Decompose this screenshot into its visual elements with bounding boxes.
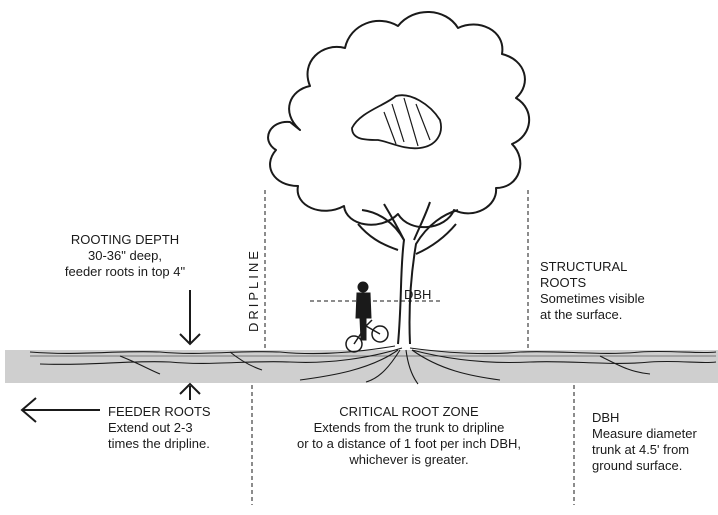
up-arrow-icon (179, 382, 201, 400)
structural-roots-line2: at the surface. (540, 307, 623, 322)
critical-root-zone-title: CRITICAL ROOT ZONE (339, 404, 479, 419)
dbh-info-line2: trunk at 4.5' from (592, 442, 690, 457)
feeder-roots-label: FEEDER ROOTS Extend out 2-3 times the dr… (108, 404, 211, 452)
dripline-label: DRIPLINE (246, 248, 261, 332)
feeder-roots-line1: Extend out 2-3 (108, 420, 193, 435)
dbh-info-label: DBH Measure diameter trunk at 4.5' from … (592, 410, 697, 474)
ground-band (5, 350, 718, 383)
rooting-depth-label: ROOTING DEPTH 30-36" deep, feeder roots … (40, 232, 210, 280)
dbh-info-title: DBH (592, 410, 620, 425)
rooting-depth-line2: feeder roots in top 4" (64, 264, 186, 279)
rooting-depth-title: ROOTING DEPTH (70, 232, 180, 247)
feeder-roots-title: FEEDER ROOTS (108, 404, 211, 419)
dbh-info-line1: Measure diameter (592, 426, 697, 441)
root-system (29, 345, 717, 385)
tree-trunk (357, 201, 459, 345)
rooting-depth-line1: 30-36" deep, (87, 248, 162, 263)
critical-root-zone-line1: Extends from the trunk to dripline (313, 420, 505, 435)
down-arrow-icon (179, 290, 201, 346)
dbh-marker-label: DBH (404, 287, 432, 302)
critical-root-zone-line3: whichever is greater. (349, 452, 469, 467)
person-with-bicycle-icon (345, 281, 389, 353)
dbh-info-line3: ground surface. (592, 458, 683, 473)
structural-roots-title2: ROOTS (540, 275, 587, 290)
left-arrow-icon (20, 397, 100, 423)
critical-root-zone-label: CRITICAL ROOT ZONE Extends from the trun… (286, 404, 532, 468)
canopy-detail (351, 94, 442, 150)
canopy-detail-hatch (383, 97, 431, 147)
structural-roots-label: STRUCTURAL ROOTS Sometimes visible at th… (540, 259, 645, 323)
tree-canopy-icon (267, 11, 531, 228)
structural-roots-line1: Sometimes visible (540, 291, 645, 306)
feeder-roots-line2: times the dripline. (108, 436, 210, 451)
critical-root-zone-line2: or to a distance of 1 foot per inch DBH, (296, 436, 521, 451)
structural-roots-title1: STRUCTURAL (540, 259, 628, 274)
